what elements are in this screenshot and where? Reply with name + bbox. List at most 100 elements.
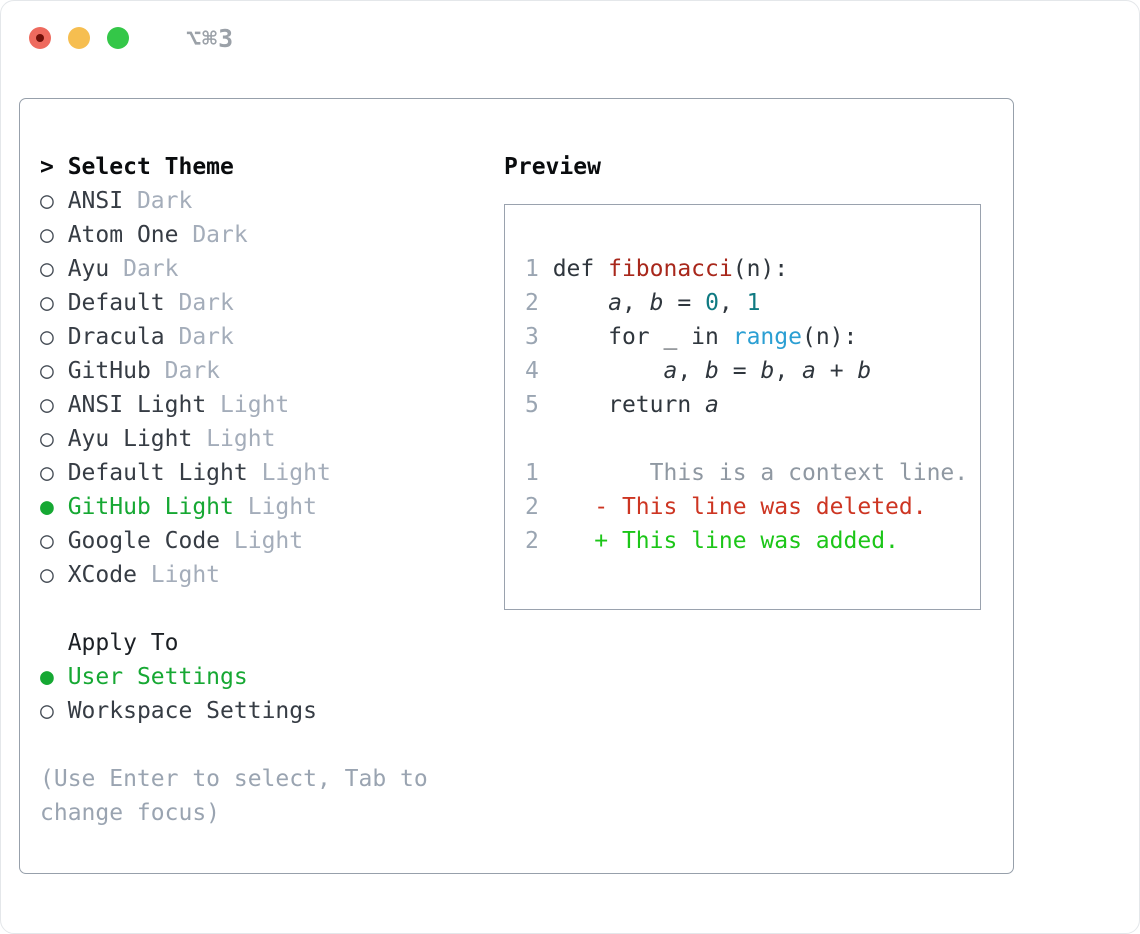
- radio-unselected-icon: ○: [40, 460, 68, 486]
- theme-variant-tag: Light: [150, 562, 221, 588]
- theme-variant-tag: Light: [261, 460, 331, 486]
- code-line: 2 - This line was deleted.: [525, 490, 980, 524]
- apply-option-label: Workspace Settings: [67, 698, 317, 724]
- radio-unselected-icon: ○: [40, 256, 68, 282]
- preview-column: Preview 1 def fibonacci (n): 2 a, b = 0, 1…: [504, 150, 981, 610]
- code-segment: 0: [705, 290, 719, 316]
- theme-list-column: > Select Theme ○ ANSI Dark○ Atom One Dar…: [40, 150, 428, 830]
- theme-name: Dracula: [67, 324, 179, 350]
- theme-name: Ayu: [67, 256, 124, 282]
- code-segment: a: [663, 358, 678, 384]
- code-segment: ,: [774, 358, 803, 384]
- hint-line-2: change focus): [40, 800, 221, 826]
- code-segment: b: [857, 358, 872, 384]
- radio-unselected-icon: ○: [40, 222, 68, 248]
- line-number: 2: [525, 528, 553, 554]
- theme-variant-tag: Light: [220, 392, 290, 418]
- hint-text: (Use Enter to select, Tab to change focu…: [40, 762, 428, 830]
- line-number: [525, 426, 539, 452]
- theme-option-ayu[interactable]: ○ Ayu Dark: [40, 252, 428, 286]
- code-line: 2 a, b = 0, 1: [525, 286, 980, 320]
- apply-to-header: Apply To: [40, 626, 428, 660]
- code-segment: def: [552, 256, 609, 282]
- preview-header: Preview: [504, 154, 601, 180]
- code-segment: ,: [718, 290, 747, 316]
- code-line: 3 for _ in range(n):: [525, 320, 980, 354]
- theme-variant-tag: Dark: [178, 290, 234, 316]
- zoom-button[interactable]: [107, 27, 129, 49]
- theme-option-ansi-light[interactable]: ○ ANSI Light Light: [40, 388, 428, 422]
- apply-option-workspace-settings[interactable]: ○ Workspace Settings: [40, 694, 428, 728]
- line-number: 5: [525, 392, 553, 418]
- theme-list: ○ ANSI Dark○ Atom One Dark○ Ayu Dark○ De…: [40, 184, 428, 592]
- select-theme-title: Select Theme: [67, 154, 234, 180]
- code-segment: return: [552, 392, 706, 418]
- radio-unselected-icon: ○: [40, 324, 68, 350]
- radio-unselected-icon: ○: [40, 392, 68, 418]
- code-segment: =: [663, 290, 706, 316]
- code-segment: 1: [746, 290, 761, 316]
- code-line: 4 a, b = b, a + b: [525, 354, 980, 388]
- code-segment: This is a context line.: [552, 460, 969, 486]
- radio-unselected-icon: ○: [40, 698, 68, 724]
- theme-option-github[interactable]: ○ GitHub Dark: [40, 354, 428, 388]
- code-segment: ,: [677, 358, 706, 384]
- theme-name: Atom One: [67, 222, 193, 248]
- indent: [40, 630, 68, 656]
- theme-variant-tag: Light: [233, 528, 304, 554]
- theme-name: Ayu Light: [67, 426, 207, 452]
- theme-option-google-code[interactable]: ○ Google Code Light: [40, 524, 428, 558]
- theme-option-github-light[interactable]: ● GitHub Light Light: [40, 490, 428, 524]
- theme-name: GitHub Light: [67, 494, 248, 520]
- radio-unselected-icon: ○: [40, 358, 68, 384]
- code-segment: + This line was added.: [552, 528, 899, 554]
- code-segment: +: [815, 358, 858, 384]
- code-segment: range: [732, 324, 802, 350]
- close-button[interactable]: [29, 27, 51, 49]
- theme-variant-tag: Light: [206, 426, 276, 452]
- code-segment: b: [649, 290, 664, 316]
- spacer: [40, 592, 428, 626]
- theme-name: Default: [67, 290, 179, 316]
- line-number: 4: [525, 358, 553, 384]
- line-number: 1: [525, 460, 553, 486]
- theme-option-xcode[interactable]: ○ XCode Light: [40, 558, 428, 592]
- select-theme-header: > Select Theme: [40, 150, 428, 184]
- radio-unselected-icon: ○: [40, 426, 68, 452]
- theme-option-ansi[interactable]: ○ ANSI Dark: [40, 184, 428, 218]
- code-segment: [553, 358, 664, 384]
- apply-to-title: Apply To: [67, 630, 179, 656]
- apply-option-user-settings[interactable]: ● User Settings: [40, 660, 428, 694]
- theme-option-default-light[interactable]: ○ Default Light Light: [40, 456, 428, 490]
- line-number: 3: [525, 324, 553, 350]
- code-segment: b: [705, 358, 719, 384]
- radio-unselected-icon: ○: [40, 562, 68, 588]
- code-segment: - This line was deleted.: [552, 494, 927, 520]
- theme-option-default[interactable]: ○ Default Dark: [40, 286, 428, 320]
- apply-option-label: User Settings: [67, 664, 248, 690]
- theme-option-atom-one[interactable]: ○ Atom One Dark: [40, 218, 428, 252]
- theme-name: Google Code: [67, 528, 234, 554]
- line-number: 2: [525, 290, 553, 316]
- minimize-button[interactable]: [68, 27, 90, 49]
- radio-unselected-icon: ○: [40, 188, 68, 214]
- code-segment: fibonacci: [608, 256, 733, 282]
- theme-name: ANSI Light: [67, 392, 221, 418]
- code-segment: a: [705, 392, 719, 418]
- theme-option-ayu-light[interactable]: ○ Ayu Light Light: [40, 422, 428, 456]
- theme-name: XCode: [67, 562, 151, 588]
- radio-unselected-icon: ○: [40, 290, 68, 316]
- code-line: 5 return a: [525, 388, 980, 422]
- theme-name: Default Light: [67, 460, 262, 486]
- code-segment: [553, 290, 608, 316]
- code-segment: (n):: [801, 324, 858, 350]
- line-number: 1: [525, 256, 553, 282]
- theme-option-dracula[interactable]: ○ Dracula Dark: [40, 320, 428, 354]
- theme-variant-tag: Dark: [164, 358, 221, 384]
- theme-variant-tag: Dark: [192, 222, 248, 248]
- code-segment: a: [802, 358, 816, 384]
- line-number: 2: [525, 494, 553, 520]
